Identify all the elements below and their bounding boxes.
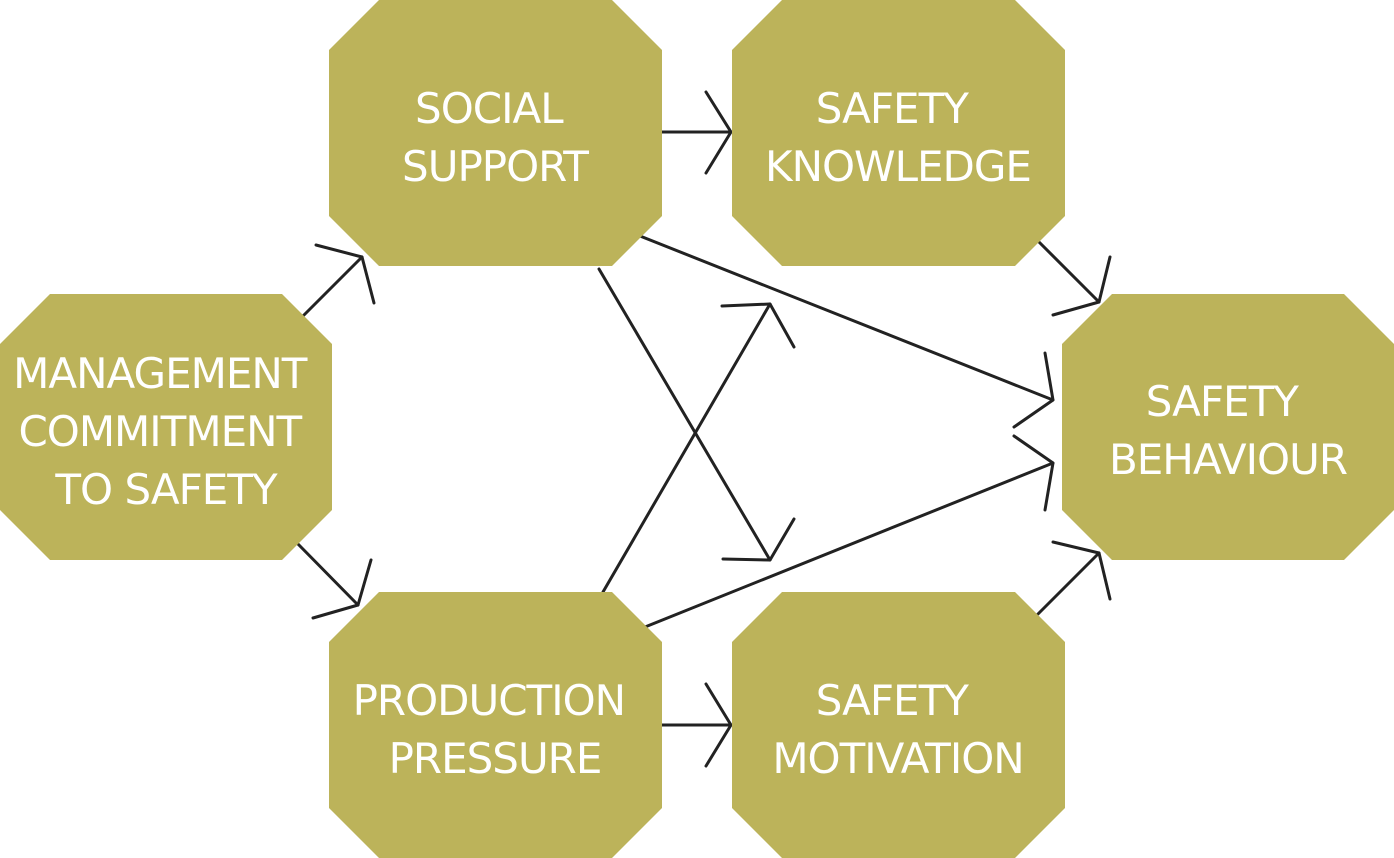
- node-production-pressure: PRODUCTION PRESSURE: [329, 592, 662, 858]
- arrow-social-to-motivation: [597, 267, 796, 562]
- arrow-motivation-to-behaviour: [1036, 540, 1112, 616]
- arrow-knowledge-to-behaviour: [1036, 239, 1112, 317]
- node-label: SAFETY MOTIVATION: [772, 676, 1023, 783]
- node-label: PRODUCTION PRESSURE: [353, 676, 638, 783]
- arrows-layer: [295, 90, 1112, 768]
- node-management-commitment: MANAGEMENT COMMITMENT TO SAFETY: [0, 294, 332, 560]
- node-social-support: SOCIAL SUPPORT: [329, 0, 662, 266]
- arrow-management-to-social: [301, 243, 376, 318]
- octagon-shape: [732, 592, 1065, 858]
- octagon-shape: [329, 0, 662, 266]
- arrow-production-to-knowledge: [601, 302, 796, 594]
- octagon-shape: [1062, 294, 1394, 560]
- octagon-shape: [0, 294, 332, 560]
- node-label: SAFETY KNOWLEDGE: [765, 84, 1031, 191]
- octagon-shape: [329, 592, 662, 858]
- node-label: SAFETY BEHAVIOUR: [1109, 377, 1347, 484]
- octagon-shape: [732, 0, 1065, 266]
- node-safety-behaviour: SAFETY BEHAVIOUR: [1062, 294, 1394, 560]
- node-label: MANAGEMENT COMMITMENT TO SAFETY: [13, 349, 319, 514]
- node-safety-motivation: SAFETY MOTIVATION: [732, 592, 1065, 858]
- arrow-production-to-motivation: [659, 682, 733, 768]
- node-label: SOCIAL SUPPORT: [402, 84, 589, 191]
- arrow-production-to-behaviour: [643, 434, 1055, 629]
- arrow-management-to-production: [295, 541, 373, 620]
- arrow-social-to-knowledge: [659, 90, 733, 175]
- arrow-social-to-behaviour: [638, 234, 1055, 429]
- node-safety-knowledge: SAFETY KNOWLEDGE: [732, 0, 1065, 266]
